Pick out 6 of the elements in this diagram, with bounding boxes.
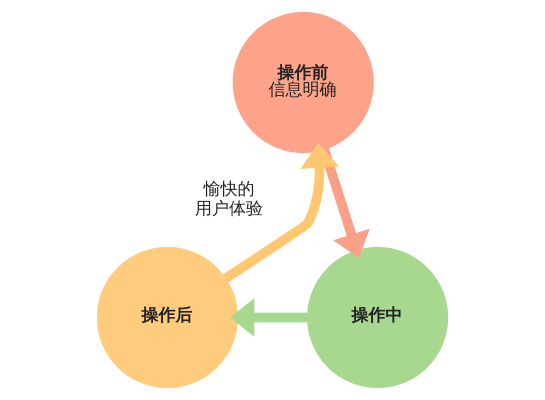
node-circle: 操作前 信息明确	[232, 12, 374, 154]
arrow	[230, 298, 308, 337]
node-circle: 操作中	[307, 246, 448, 388]
node-circle: 操作后	[96, 246, 238, 388]
arrow	[222, 143, 340, 282]
label: 愉快的用户体验	[194, 179, 263, 219]
